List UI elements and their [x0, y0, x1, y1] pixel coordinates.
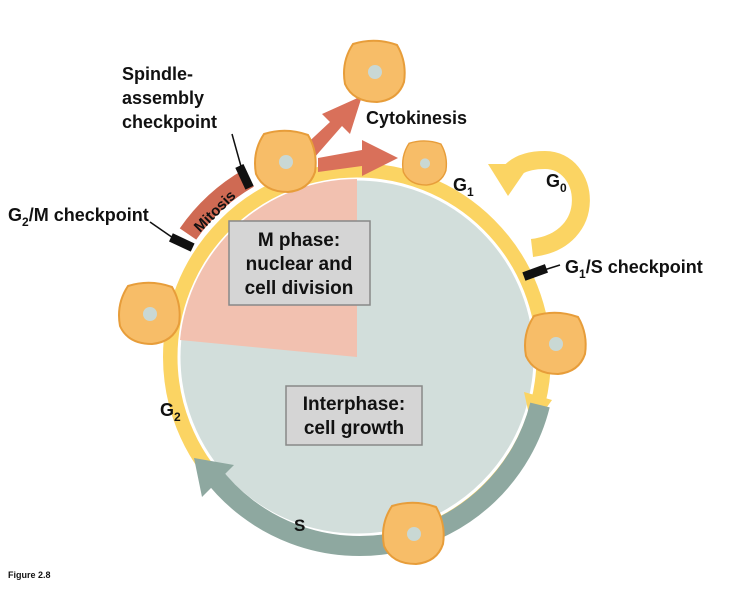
- interphase-box: [285, 385, 423, 446]
- cell-right: [524, 311, 587, 375]
- interphase-line2: cell growth: [304, 418, 404, 439]
- s-label: S: [294, 516, 305, 535]
- cytokinesis-arrow-right: [318, 140, 398, 176]
- g2m-leader-line: [149, 221, 177, 241]
- g1s-checkpoint-bar: [522, 264, 548, 281]
- cell-mitosis: [254, 129, 317, 193]
- g0-arrowhead: [488, 164, 530, 196]
- m-phase-box: [228, 220, 371, 306]
- cytokinesis-label: Cytokinesis: [366, 108, 467, 128]
- m-phase-line2: nuclear and: [246, 254, 353, 275]
- g1-label: G1: [453, 175, 474, 199]
- g1s-leader-line: [543, 264, 561, 271]
- m-phase-line3: cell division: [245, 278, 354, 299]
- g1s-checkpoint-label: G1/S checkpoint: [565, 257, 703, 281]
- cell-g1: [401, 140, 448, 186]
- s-arrowhead: [194, 458, 234, 497]
- spindle-label-line1: Spindle-: [122, 64, 193, 84]
- cell-bottom: [382, 501, 445, 565]
- m-phase-line1: M phase:: [258, 230, 340, 251]
- g2m-checkpoint-label: G2/M checkpoint: [8, 205, 149, 229]
- cell-left: [118, 281, 181, 345]
- cell-top: [343, 39, 406, 103]
- figure-caption: Figure 2.8: [8, 570, 51, 580]
- g2-label: G2: [160, 400, 181, 424]
- spindle-label-line2: assembly: [122, 88, 204, 108]
- g0-label: G0: [546, 171, 567, 195]
- cytokinesis-arrow-up: [300, 96, 362, 158]
- spindle-label-line3: checkpoint: [122, 112, 217, 132]
- interphase-line1: Interphase:: [303, 394, 405, 415]
- g2m-checkpoint-bar: [169, 233, 195, 252]
- spindle-checkpoint-bar: [235, 164, 254, 190]
- spindle-leader-line: [231, 133, 243, 171]
